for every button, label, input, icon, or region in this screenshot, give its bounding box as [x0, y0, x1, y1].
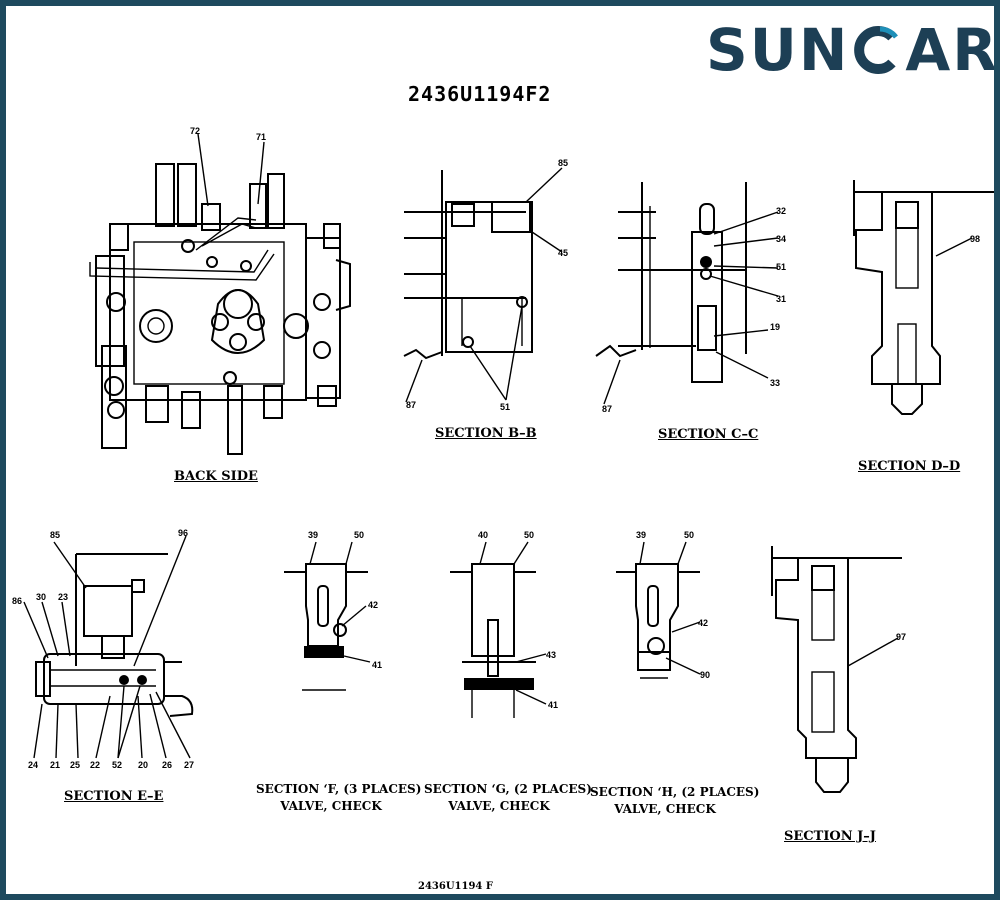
caption-section-h-title: SECTION ‘H, (2 PLACES): [590, 785, 760, 799]
technical-drawing: 72 71 85 45 87 51: [12, 126, 994, 793]
callout-20: 20: [138, 760, 148, 770]
callout-27: 27: [184, 760, 194, 770]
callout-85: 85: [558, 158, 568, 168]
callout-32: 32: [776, 206, 786, 216]
callout-22: 22: [90, 760, 100, 770]
callout-71: 71: [256, 132, 266, 142]
callout-26: 26: [162, 760, 172, 770]
caption-section-f: SECTION ‘F, (3 PLACES) VALVE, CHECK: [256, 781, 422, 815]
section-f-view: 39 50 42 41: [284, 530, 382, 691]
callout-41b: 41: [548, 700, 558, 710]
callout-23: 23: [58, 592, 68, 602]
callout-98: 98: [970, 234, 980, 244]
logo-text-prefix: SUN: [706, 16, 850, 84]
callout-50: 50: [354, 530, 364, 540]
callout-31: 31: [776, 294, 786, 304]
section-bb-view: 85 45 87 51: [403, 158, 568, 412]
callout-40: 40: [478, 530, 488, 540]
section-jj-view: 97: [771, 546, 906, 793]
caption-section-f-subtitle: VALVE, CHECK: [280, 799, 382, 813]
callout-87b: 87: [602, 404, 612, 414]
back-side-view: 72 71: [89, 126, 351, 455]
callout-33: 33: [770, 378, 780, 388]
section-ee-view: 85 96 30 23 86 24 21 25 22 52 20 26 27: [12, 528, 194, 770]
section-cc-view: 32 34 51 31 19 33 87: [595, 182, 786, 414]
drawing-sheet: SUN AR 2436U1194F2: [6, 6, 994, 894]
caption-section-h-subtitle: VALVE, CHECK: [614, 802, 716, 816]
section-h-view: 39 50 42 90: [616, 530, 710, 680]
callout-34: 34: [776, 234, 786, 244]
logo-text-suffix: AR: [905, 16, 994, 84]
callout-86: 86: [12, 596, 22, 606]
caption-section-g: SECTION ‘G, (2 PLACES) VALVE, CHECK: [424, 781, 592, 815]
callout-90: 90: [700, 670, 710, 680]
callout-50c: 50: [684, 530, 694, 540]
callout-19: 19: [770, 322, 780, 332]
callout-39: 39: [308, 530, 318, 540]
section-g-view: 40 50 43 41: [450, 530, 558, 718]
callout-72: 72: [190, 126, 200, 136]
callout-50b: 50: [524, 530, 534, 540]
part-number: 2436U1194F2: [408, 82, 552, 106]
caption-section-bb: SECTION B–B: [435, 426, 537, 441]
caption-section-ee: SECTION E–E: [64, 789, 164, 804]
callout-52: 52: [112, 760, 122, 770]
caption-back-side: BACK SIDE: [174, 469, 258, 484]
caption-section-h: SECTION ‘H, (2 PLACES) VALVE, CHECK: [590, 784, 760, 818]
callout-30: 30: [36, 592, 46, 602]
callout-42b: 42: [698, 618, 708, 628]
callout-45: 45: [558, 248, 568, 258]
callout-96: 96: [178, 528, 188, 538]
callout-87: 87: [406, 400, 416, 410]
callout-51b: 51: [776, 262, 786, 272]
callout-42: 42: [368, 600, 378, 610]
callout-41: 41: [372, 660, 382, 670]
logo-c-icon: [852, 25, 902, 75]
caption-section-g-title: SECTION ‘G, (2 PLACES): [424, 782, 592, 796]
callout-85b: 85: [50, 530, 60, 540]
caption-section-dd: SECTION D–D: [858, 459, 961, 474]
caption-section-f-title: SECTION ‘F, (3 PLACES): [256, 782, 422, 796]
caption-section-jj: SECTION J–J: [784, 829, 876, 844]
caption-section-g-subtitle: VALVE, CHECK: [448, 799, 550, 813]
section-dd-view: 98: [853, 180, 994, 415]
callout-21: 21: [50, 760, 60, 770]
callout-24: 24: [28, 760, 38, 770]
callout-43: 43: [546, 650, 556, 660]
callout-97: 97: [896, 632, 906, 642]
callout-25: 25: [70, 760, 80, 770]
callout-39b: 39: [636, 530, 646, 540]
caption-section-cc: SECTION C–C: [658, 427, 759, 442]
footer-drawing-number: 2436U1194 F: [418, 881, 493, 892]
callout-51: 51: [500, 402, 510, 412]
suncar-logo: SUN AR: [706, 16, 994, 84]
